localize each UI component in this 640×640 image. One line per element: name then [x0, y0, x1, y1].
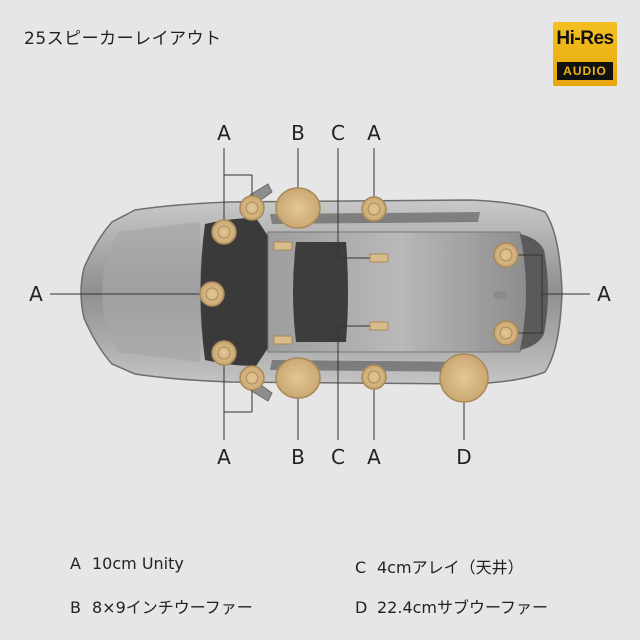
legend-text: 22.4cmサブウーファー [377, 598, 549, 617]
speaker-a [199, 281, 225, 307]
label-top-a-right: A [367, 121, 381, 145]
label-left-a: A [29, 282, 43, 306]
car-hood [102, 222, 200, 362]
car-illustration [80, 183, 563, 402]
page-title: 25スピーカーレイアウト [24, 29, 222, 49]
speaker-c [369, 321, 389, 331]
speaker-a [239, 195, 265, 221]
legend-item-d: D 22.4cmサブウーファー [355, 594, 548, 618]
speaker-a [493, 320, 519, 346]
hi-res-audio-badge: Hi-Res AUDIO [553, 22, 617, 86]
speaker-a [361, 364, 387, 390]
legend-text: 4cmアレイ（天井） [377, 558, 524, 577]
label-top-a-left: A [217, 121, 231, 145]
speaker-c [273, 335, 293, 345]
antenna-fin [493, 291, 507, 299]
speaker-a [211, 340, 237, 366]
legend-item-b: B 8×9インチウーファー [70, 594, 253, 618]
label-bottom-a-left: A [217, 445, 231, 469]
label-right-a: A [597, 282, 611, 306]
label-bottom-c: C [331, 445, 345, 469]
callout-labels: A B C A A B C A D A A [29, 121, 611, 469]
windshield [200, 218, 268, 366]
audio-text: AUDIO [557, 62, 613, 80]
hi-res-text: Hi-Res [556, 28, 614, 49]
legend-letter: D [355, 598, 368, 617]
speaker-c [369, 253, 389, 263]
speaker-a [239, 365, 265, 391]
legend-text: 10cm Unity [92, 554, 184, 573]
label-bottom-b: B [291, 445, 305, 469]
legend-text: 8×9インチウーファー [92, 598, 253, 617]
legend-letter: B [70, 598, 81, 617]
label-top-b: B [291, 121, 305, 145]
speaker-a [211, 219, 237, 245]
legend-item-c: C 4cmアレイ（天井） [355, 554, 524, 578]
legend-letter: C [355, 558, 367, 577]
legend-letter: A [70, 554, 81, 573]
speakers [199, 187, 519, 403]
label-bottom-a-right: A [367, 445, 381, 469]
legend-item-a: A 10cm Unity [70, 554, 184, 573]
speaker-c [273, 241, 293, 251]
rear-window [520, 234, 548, 350]
sunroof [293, 242, 348, 342]
label-bottom-d: D [456, 445, 471, 469]
speaker-b [275, 187, 321, 229]
speaker-a [361, 196, 387, 222]
callout-lines [50, 148, 590, 440]
label-top-c: C [331, 121, 345, 145]
speaker-a [493, 242, 519, 268]
speaker-d [439, 353, 489, 403]
speaker-b [275, 357, 321, 399]
